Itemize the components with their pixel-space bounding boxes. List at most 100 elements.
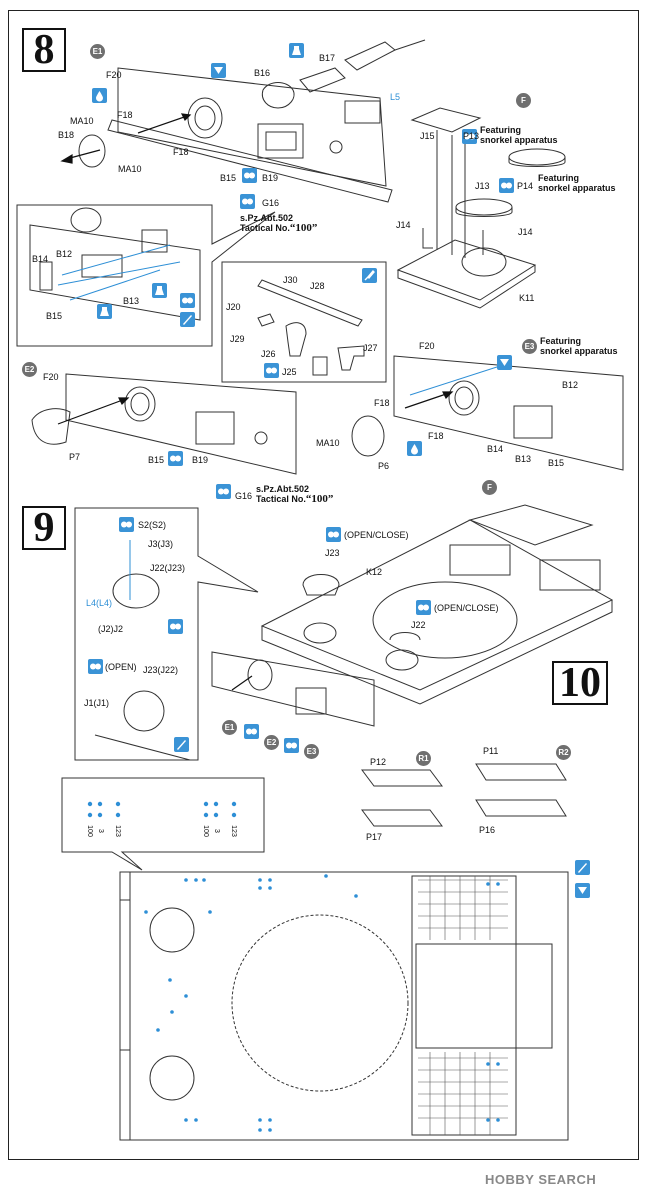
part-label: B12 — [56, 249, 73, 259]
feature-note-line: Featuring — [538, 173, 580, 183]
tactical-note: s.Pz.Abt.502 Tactical No.“100” — [240, 213, 318, 234]
part-label: B15 — [548, 458, 565, 468]
brush-icon — [362, 268, 377, 283]
paint-drop-icon — [407, 441, 422, 456]
cement-icon — [497, 355, 512, 370]
feature-note-line: Featuring — [540, 336, 582, 346]
option-icon — [240, 194, 255, 209]
option-icon — [119, 517, 134, 532]
marking-number: 3 — [212, 829, 220, 833]
subassembly-badge: F — [516, 93, 531, 108]
watermark: HOBBY SEARCH — [485, 1172, 597, 1187]
feature-note-line: snorkel apparatus — [480, 135, 558, 145]
part-label: P7 — [69, 452, 81, 462]
part-label: F18 — [117, 110, 133, 120]
part-label: B17 — [319, 53, 336, 63]
part-label: P16 — [479, 825, 496, 835]
step-number: 10 — [552, 661, 608, 705]
option-icon — [499, 178, 514, 193]
part-label: P14 — [517, 181, 534, 191]
part-label: J15 — [420, 131, 435, 141]
marking-number: 100 — [201, 825, 209, 837]
tactical-number-line: Tactical No.“100” — [256, 494, 333, 505]
option-icon — [244, 724, 259, 739]
part-label: (J2)J2 — [98, 624, 124, 634]
part-label: J29 — [230, 334, 245, 344]
option-icon — [264, 363, 279, 378]
paint-drop-icon — [92, 88, 107, 103]
part-label: J3(J3) — [148, 539, 174, 549]
part-label: B16 — [254, 68, 271, 78]
part-label: (OPEN/CLOSE) — [344, 530, 409, 540]
part-label: (OPEN) — [105, 662, 137, 672]
option-icon — [416, 600, 431, 615]
part-label: MA10 — [70, 116, 94, 126]
part-label: B18 — [58, 130, 75, 140]
part-label: B15 — [220, 173, 237, 183]
part-label: S2(S2) — [138, 520, 167, 530]
part-label: F20 — [419, 341, 435, 351]
subassembly-badge: E2 — [22, 362, 37, 377]
part-label: B15 — [46, 311, 63, 321]
feature-note-line: snorkel apparatus — [538, 183, 616, 193]
tactical-number: “100” — [289, 222, 318, 234]
option-icon — [462, 129, 477, 144]
brush-icon — [575, 860, 590, 875]
cement-icon — [152, 283, 167, 298]
option-icon — [216, 484, 231, 499]
part-label: J20 — [226, 302, 241, 312]
part-label: J13 — [475, 181, 490, 191]
part-label: P6 — [378, 461, 390, 471]
cement-icon — [211, 63, 226, 78]
part-label: F20 — [43, 372, 59, 382]
subassembly-badge: F — [482, 480, 497, 495]
part-label: G16 — [262, 198, 280, 208]
part-label: J1(J1) — [84, 698, 110, 708]
option-icon — [168, 619, 183, 634]
part-label: B13 — [123, 296, 140, 306]
part-label: B15 — [148, 455, 165, 465]
part-label: J30 — [283, 275, 298, 285]
part-label: P13 — [463, 131, 480, 141]
part-label: J28 — [310, 281, 325, 291]
cement-icon — [97, 304, 112, 319]
tactical-number-label: Tactical No. — [256, 494, 306, 504]
subassembly-badge: E1 — [222, 720, 237, 735]
subassembly-badge: E2 — [264, 735, 279, 750]
option-icon — [242, 168, 257, 183]
brush-icon — [174, 737, 189, 752]
feature-note-line: snorkel apparatus — [540, 346, 618, 356]
part-label: MA10 — [118, 164, 142, 174]
option-icon — [180, 293, 195, 308]
part-label: L4(L4) — [86, 598, 113, 608]
subassembly-badge: R2 — [556, 745, 571, 760]
cement-icon — [289, 43, 304, 58]
tactical-unit: s.Pz.Abt.502 — [256, 484, 310, 494]
marking-number: 100 — [85, 825, 93, 837]
part-label: J26 — [261, 349, 276, 359]
part-label: J23(J22) — [143, 665, 179, 675]
part-label: J22(J23) — [150, 563, 186, 573]
part-label: F18 — [374, 398, 390, 408]
step-number: 9 — [22, 506, 66, 550]
part-label: B12 — [562, 380, 579, 390]
cement-icon — [575, 883, 590, 898]
brush-icon — [180, 312, 195, 327]
marking-number: 3 — [96, 829, 104, 833]
part-label: B14 — [487, 444, 504, 454]
subassembly-badge: R1 — [416, 751, 431, 766]
marking-number: 123 — [229, 825, 237, 837]
part-label: G16 — [235, 491, 253, 501]
option-icon — [168, 451, 183, 466]
part-label: P11 — [483, 746, 499, 756]
part-label: J14 — [396, 220, 411, 230]
feature-note-line: Featuring — [480, 125, 522, 135]
part-label: K11 — [519, 293, 535, 303]
part-label: J22 — [411, 620, 426, 630]
part-label: J25 — [282, 367, 297, 377]
